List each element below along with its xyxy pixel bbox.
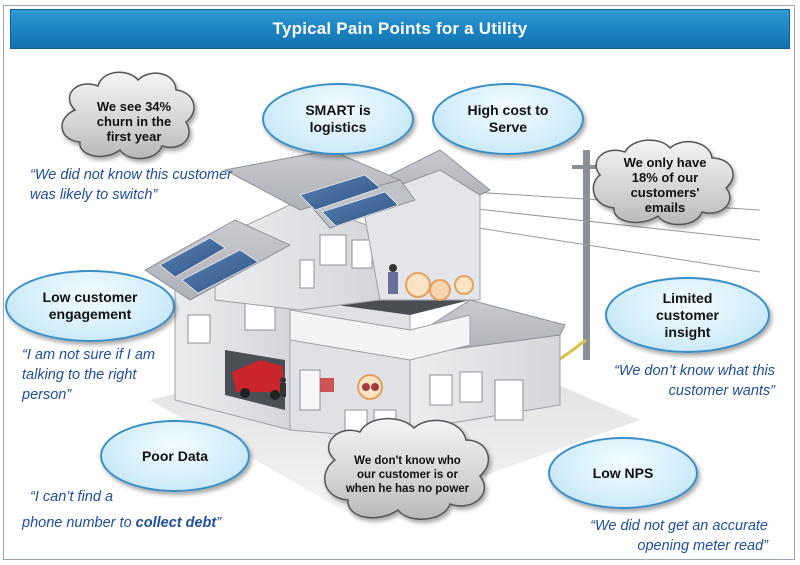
quote-debt: “I can’t find a phone number to collect … (22, 487, 221, 533)
quote-wants-line2: customer wants” (668, 383, 775, 399)
quote-meter: “We did not get an accurate opening mete… (540, 516, 768, 556)
quote-right-person-line1: “I am not sure if I am (22, 347, 155, 363)
interior-figures (388, 264, 474, 301)
ellipse-high-cost: High cost to Serve (432, 83, 584, 155)
slide-title: Typical Pain Points for a Utility (272, 19, 528, 38)
cloud-emails: We only have 18% of our customers' email… (610, 155, 720, 215)
ellipse-low-nps-text: Low NPS (592, 464, 654, 481)
quote-right-person-line3: person” (22, 387, 72, 403)
quote-debt-line2: phone number to collect debt” (22, 513, 221, 533)
quote-meter-line2: opening meter read” (637, 538, 768, 554)
cloud-shape-churn (61, 71, 195, 160)
quote-debt-bold: collect debt (135, 515, 217, 531)
quote-right-person: “I am not sure if I am talking to the ri… (22, 345, 155, 405)
quote-wants-line1: “We don’t know what this (614, 363, 775, 379)
ellipse-smart-text: SMART is logistics (305, 102, 371, 135)
quote-wants: “We don’t know what this customer wants” (560, 361, 775, 401)
cloud-power: We don't know who our customer is or whe… (345, 440, 470, 510)
quote-right-person-line2: talking to the right (22, 367, 137, 383)
quote-switch: “We did not know this customer was likel… (30, 165, 232, 205)
title-banner: Typical Pain Points for a Utility (10, 9, 790, 49)
cloud-shape-emails (592, 139, 734, 226)
ellipse-high-cost-text: High cost to Serve (467, 102, 549, 135)
ellipse-low-engagement-text: Low customer engagement (42, 289, 138, 322)
ellipse-low-nps: Low NPS (548, 437, 698, 509)
ellipse-limited-insight: Limited customer insight (605, 277, 770, 353)
cloud-power-text: We don't know who our customer is or whe… (345, 455, 470, 495)
cloud-emails-text: We only have 18% of our customers' email… (623, 155, 707, 215)
quote-debt-prefix: phone number to (22, 515, 136, 531)
solar-panels-left (159, 237, 259, 294)
quote-switch-line1: “We did not know this customer (30, 167, 233, 183)
ellipse-low-engagement: Low customer engagement (5, 270, 175, 342)
ellipse-limited-insight-text: Limited customer insight (655, 289, 720, 340)
ellipse-poor-data: Poor Data (100, 420, 250, 492)
left-roof (144, 219, 292, 301)
red-car (232, 360, 286, 400)
cloud-churn-text: We see 34% churn in the first year (96, 98, 172, 144)
quote-debt-suffix: ” (216, 515, 222, 531)
quote-meter-line1: “We did not get an accurate (590, 518, 768, 534)
balcony (289, 309, 471, 361)
cloud-churn: We see 34% churn in the first year (84, 92, 184, 150)
ellipse-poor-data-text: Poor Data (141, 447, 209, 464)
quote-debt-line1: “I can’t find a (30, 489, 114, 505)
solar-panels-top (299, 174, 399, 227)
ellipse-smart-logistics: SMART is logistics (262, 83, 414, 155)
quote-switch-line2: was likely to switch” (30, 187, 158, 203)
person-figure (280, 377, 286, 397)
cloud-shape-power (324, 417, 490, 520)
